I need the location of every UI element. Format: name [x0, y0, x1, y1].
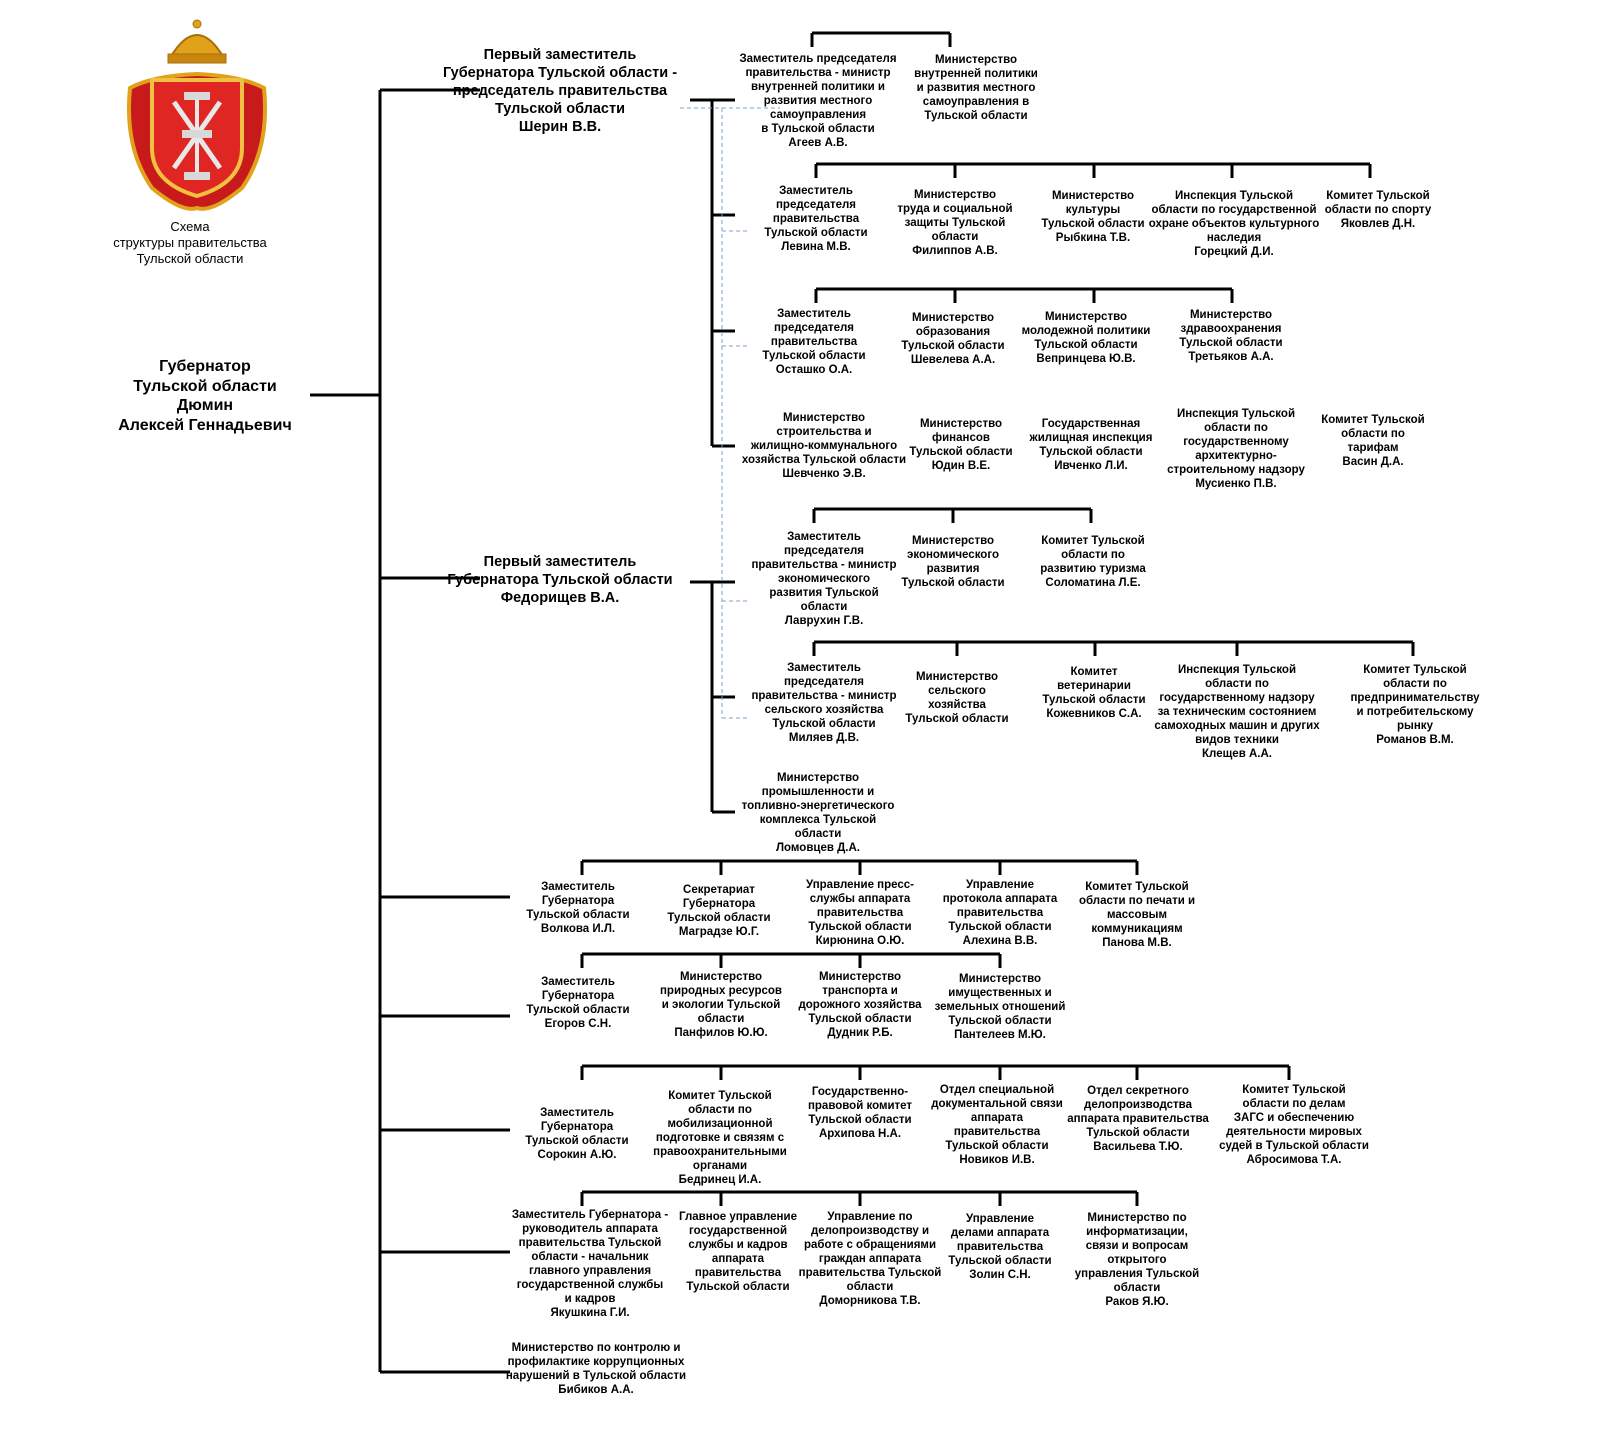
node-kom-sport: Комитет Тульской области по спорту Яковл…	[1324, 190, 1432, 230]
node-insp-tekh: Инспекция Тульской области по государств…	[1154, 664, 1320, 760]
node-kom-mob: Комитет Тульской области по мобилизацион…	[653, 1090, 787, 1186]
node-min-trans: Министерство транспорта и дорожного хозя…	[798, 971, 922, 1039]
node-kom-tarif: Комитет Тульской области по тарифам Васи…	[1321, 414, 1425, 468]
node-ageev: Заместитель председателя правительства -…	[739, 53, 897, 149]
node-egorov: Заместитель Губернатора Тульской области…	[526, 976, 630, 1030]
first-deputy-sherin: Первый заместитель Губернатора Тульской …	[442, 47, 678, 135]
tula-coat-of-arms	[126, 19, 268, 211]
node-min-molod: Министерство молодежной политики Тульско…	[1021, 311, 1151, 365]
chart-caption: Схема структуры правительства Тульской о…	[113, 219, 267, 266]
node-min-prir: Министерство природных ресурсов и эколог…	[659, 971, 783, 1039]
node-upr-delo: Управление по делопроизводству и работе …	[798, 1211, 942, 1307]
node-kom-tur: Комитет Тульской области по развитию тур…	[1040, 535, 1146, 589]
node-min-inform: Министерство по информатизации, связи и …	[1074, 1212, 1200, 1308]
node-otdel-spec: Отдел специальной документальной связи а…	[931, 1084, 1063, 1166]
node-min-prom: Министерство промышленности и топливно-э…	[741, 772, 895, 854]
node-gos-prav: Государственно- правовой комитет Тульско…	[807, 1086, 913, 1140]
node-min-fin: Министерство финансов Тульской области Ю…	[909, 418, 1013, 472]
node-min-selkh: Министерство сельского хозяйства Тульско…	[905, 671, 1009, 725]
governor-node: Губернатор Тульской области Дюмин Алексе…	[118, 358, 292, 434]
node-min-trud: Министерство труда и социальной защиты Т…	[897, 189, 1013, 257]
node-milyaev: Заместитель председателя правительства -…	[751, 662, 897, 744]
node-yakushkina: Заместитель Губернатора - руководитель а…	[511, 1209, 669, 1319]
node-min-obr: Министерство образования Тульской област…	[901, 312, 1005, 366]
node-min-korr: Министерство по контролю и профилактике …	[505, 1342, 687, 1396]
node-levina: Заместитель председателя правительства Т…	[764, 185, 868, 253]
node-insp-arch: Инспекция Тульской области по государств…	[1167, 408, 1305, 490]
node-min-kult: Министерство культуры Тульской области Р…	[1041, 190, 1145, 244]
node-kom-vet: Комитет ветеринарии Тульской области Кож…	[1042, 666, 1146, 720]
node-lavrukhin: Заместитель председателя правительства -…	[751, 531, 897, 627]
node-insp-kult: Инспекция Тульской области по государств…	[1148, 190, 1320, 258]
node-kom-pechat: Комитет Тульской области по печати и мас…	[1078, 881, 1196, 949]
node-min-econ: Министерство экономического развития Тул…	[901, 535, 1005, 589]
node-min-zdrav: Министерство здравоохранения Тульской об…	[1179, 309, 1283, 363]
node-ostashko: Заместитель председателя правительства Т…	[762, 308, 866, 376]
node-otdel-sekret: Отдел секретного делопроизводства аппара…	[1067, 1085, 1209, 1153]
node-min-imush: Министерство имущественных и земельных о…	[934, 973, 1066, 1041]
node-upr-delami: Управление делами аппарата правительства…	[948, 1213, 1052, 1281]
node-min-vnutr: Министерство внутренней политики и разви…	[914, 54, 1038, 122]
node-sorokin: Заместитель Губернатора Тульской области…	[525, 1107, 629, 1161]
node-volkova: Заместитель Губернатора Тульской области…	[526, 881, 630, 935]
node-press: Управление пресс- службы аппарата правит…	[806, 879, 914, 947]
first-deputy-fedorishchev: Первый заместитель Губернатора Тульской …	[447, 554, 673, 606]
node-protokol: Управление протокола аппарата правительс…	[942, 879, 1058, 947]
node-gos-zhil: Государственная жилищная инспекция Тульс…	[1029, 418, 1153, 472]
node-sekretariat: Секретариат Губернатора Тульской области…	[667, 884, 771, 938]
node-glav-upr: Главное управление государственной служб…	[679, 1211, 797, 1293]
node-min-stroy: Министерство строительства и жилищно-ком…	[741, 412, 907, 480]
node-kom-zags: Комитет Тульской области по делам ЗАГС и…	[1219, 1084, 1369, 1166]
node-kom-predpr: Комитет Тульской области по предпринимат…	[1350, 664, 1480, 746]
